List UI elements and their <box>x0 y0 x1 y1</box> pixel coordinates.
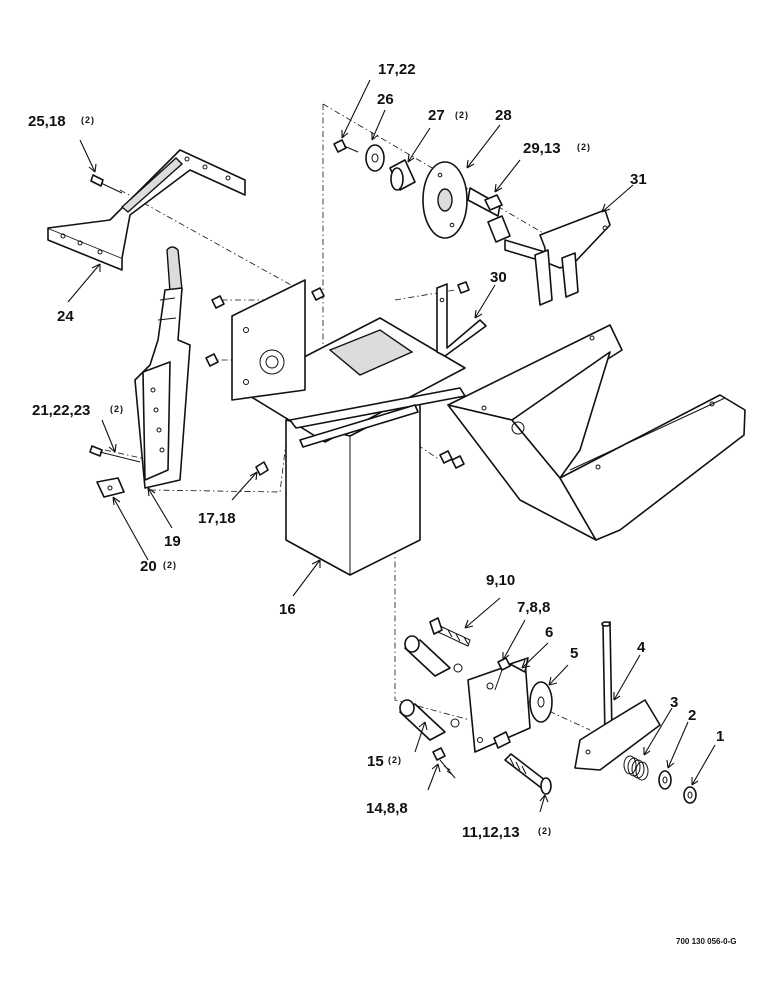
part-2-washer <box>658 770 672 790</box>
label-27: 27 <box>428 107 445 124</box>
label-20: 20 <box>140 558 157 575</box>
label-16: 16 <box>279 601 296 618</box>
part-31-shaft-bracket <box>504 209 611 306</box>
part-9-bolt <box>429 617 471 647</box>
label-27-qty: (2) <box>455 110 469 120</box>
label-21-qty: (2) <box>110 404 124 414</box>
label-2: 2 <box>688 707 696 724</box>
label-6: 6 <box>545 624 553 641</box>
label-20-qty: (2) <box>163 560 177 570</box>
part-3-spring <box>623 755 649 781</box>
part-15-lower-sleeve <box>399 699 446 741</box>
label-29: 29,13 <box>523 140 561 157</box>
label-11-qty: (2) <box>538 826 552 836</box>
label-5: 5 <box>570 645 578 662</box>
part-4-shaft-arm <box>574 621 661 771</box>
part-6-plate <box>467 657 531 753</box>
leader-lines <box>67 79 716 813</box>
label-25-qty: (2) <box>81 115 95 125</box>
part-12-clip <box>493 731 511 749</box>
frame-nuts <box>205 287 465 469</box>
label-15-qty: (2) <box>388 755 402 765</box>
part-15-upper-sleeve <box>404 635 451 677</box>
right-frame-arm <box>447 324 746 541</box>
part-24-upper-bracket <box>47 149 246 271</box>
label-19: 19 <box>164 533 181 550</box>
label-17-18: 17,18 <box>198 510 236 527</box>
part-29-bushing <box>484 194 511 243</box>
part-14-bolt <box>432 747 456 779</box>
label-17-22: 17,22 <box>378 61 416 78</box>
part-27-bushing <box>389 159 416 191</box>
part-20-clip <box>96 477 125 498</box>
label-11-12-13: 11,12,13 <box>462 824 520 841</box>
label-21: 21,22,23 <box>32 402 90 419</box>
part-16-main-frame <box>231 279 466 576</box>
part-25-bolt <box>90 174 123 194</box>
label-9-10: 9,10 <box>486 572 515 589</box>
label-28: 28 <box>495 107 512 124</box>
part-17-bolt-upper <box>333 139 359 153</box>
label-1: 1 <box>716 728 724 745</box>
label-26: 26 <box>377 91 394 108</box>
label-15: 15 <box>367 753 384 770</box>
label-14-8-8: 14,8,8 <box>366 800 408 817</box>
document-id: 700 130 056-0-G <box>676 937 737 946</box>
part-26-washer <box>365 144 385 172</box>
label-7-8-8: 7,8,8 <box>517 599 550 616</box>
part-5-disc <box>529 681 553 723</box>
label-31: 31 <box>630 171 647 188</box>
part-17-bolt-lower <box>255 461 269 476</box>
part-19-control-lever <box>134 246 191 489</box>
label-29-qty: (2) <box>577 142 591 152</box>
label-4: 4 <box>637 639 646 656</box>
part-10-washer <box>450 663 463 728</box>
part-21-bolt <box>89 445 141 463</box>
callout-labels: 25,18 (2) 17,22 26 27 (2) 28 29,13 (2) 3… <box>28 61 737 946</box>
part-1-nut <box>683 786 697 804</box>
part-30-bracket <box>436 281 487 357</box>
label-24: 24 <box>57 308 74 325</box>
part-11-bolt <box>504 753 552 795</box>
label-25: 25,18 <box>28 113 66 130</box>
label-3: 3 <box>670 694 678 711</box>
label-30: 30 <box>490 269 507 286</box>
